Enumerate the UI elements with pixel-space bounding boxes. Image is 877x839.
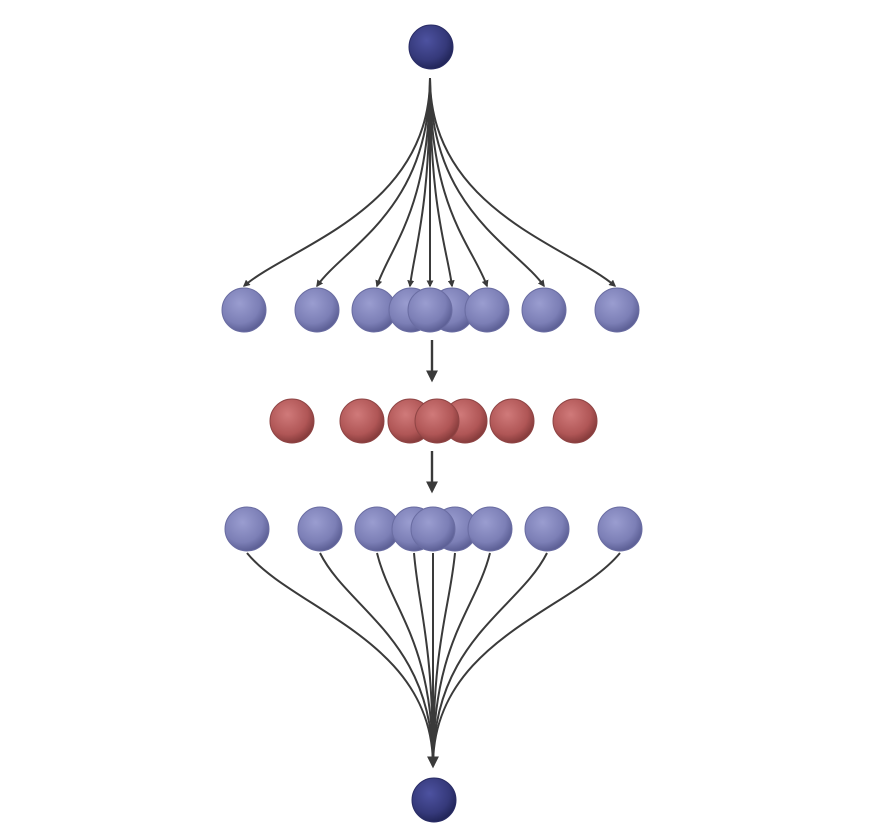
upper-blue-row bbox=[221, 287, 640, 333]
fan-in-edges bbox=[246, 552, 621, 769]
fan-in-edge bbox=[432, 552, 548, 767]
blue-node bbox=[521, 287, 567, 333]
fan-out-edges bbox=[242, 77, 617, 288]
source-node bbox=[408, 24, 454, 70]
blue-node bbox=[597, 506, 643, 552]
fan-out-edge bbox=[429, 77, 455, 288]
fan-out-edge bbox=[316, 77, 431, 288]
fan-in-edge bbox=[319, 552, 434, 767]
blue-node bbox=[407, 287, 453, 333]
blue-node bbox=[221, 287, 267, 333]
blue-node bbox=[224, 506, 270, 552]
blue-node bbox=[410, 506, 456, 552]
blue-node bbox=[524, 506, 570, 552]
red-node bbox=[339, 398, 385, 444]
red-node bbox=[414, 398, 460, 444]
fan-in-edge bbox=[246, 552, 434, 767]
blue-node bbox=[464, 287, 510, 333]
blue-node bbox=[594, 287, 640, 333]
fan-in-edge bbox=[376, 552, 434, 767]
fan-out-edge bbox=[429, 77, 617, 287]
red-node bbox=[269, 398, 315, 444]
fan-in-edge bbox=[432, 552, 621, 767]
red-node bbox=[552, 398, 598, 444]
fan-in-edge bbox=[432, 552, 491, 767]
fan-out-edge bbox=[242, 77, 431, 287]
sink-node bbox=[411, 777, 457, 823]
blue-node bbox=[467, 506, 513, 552]
red-node bbox=[489, 398, 535, 444]
endpoints bbox=[408, 24, 457, 823]
middle-red-row bbox=[269, 398, 598, 444]
fan-out-edge bbox=[375, 77, 431, 288]
fan-out-edge bbox=[429, 77, 545, 288]
fan-out-edge bbox=[429, 77, 489, 288]
blue-node bbox=[297, 506, 343, 552]
lower-blue-row bbox=[224, 506, 643, 552]
blue-node bbox=[294, 287, 340, 333]
